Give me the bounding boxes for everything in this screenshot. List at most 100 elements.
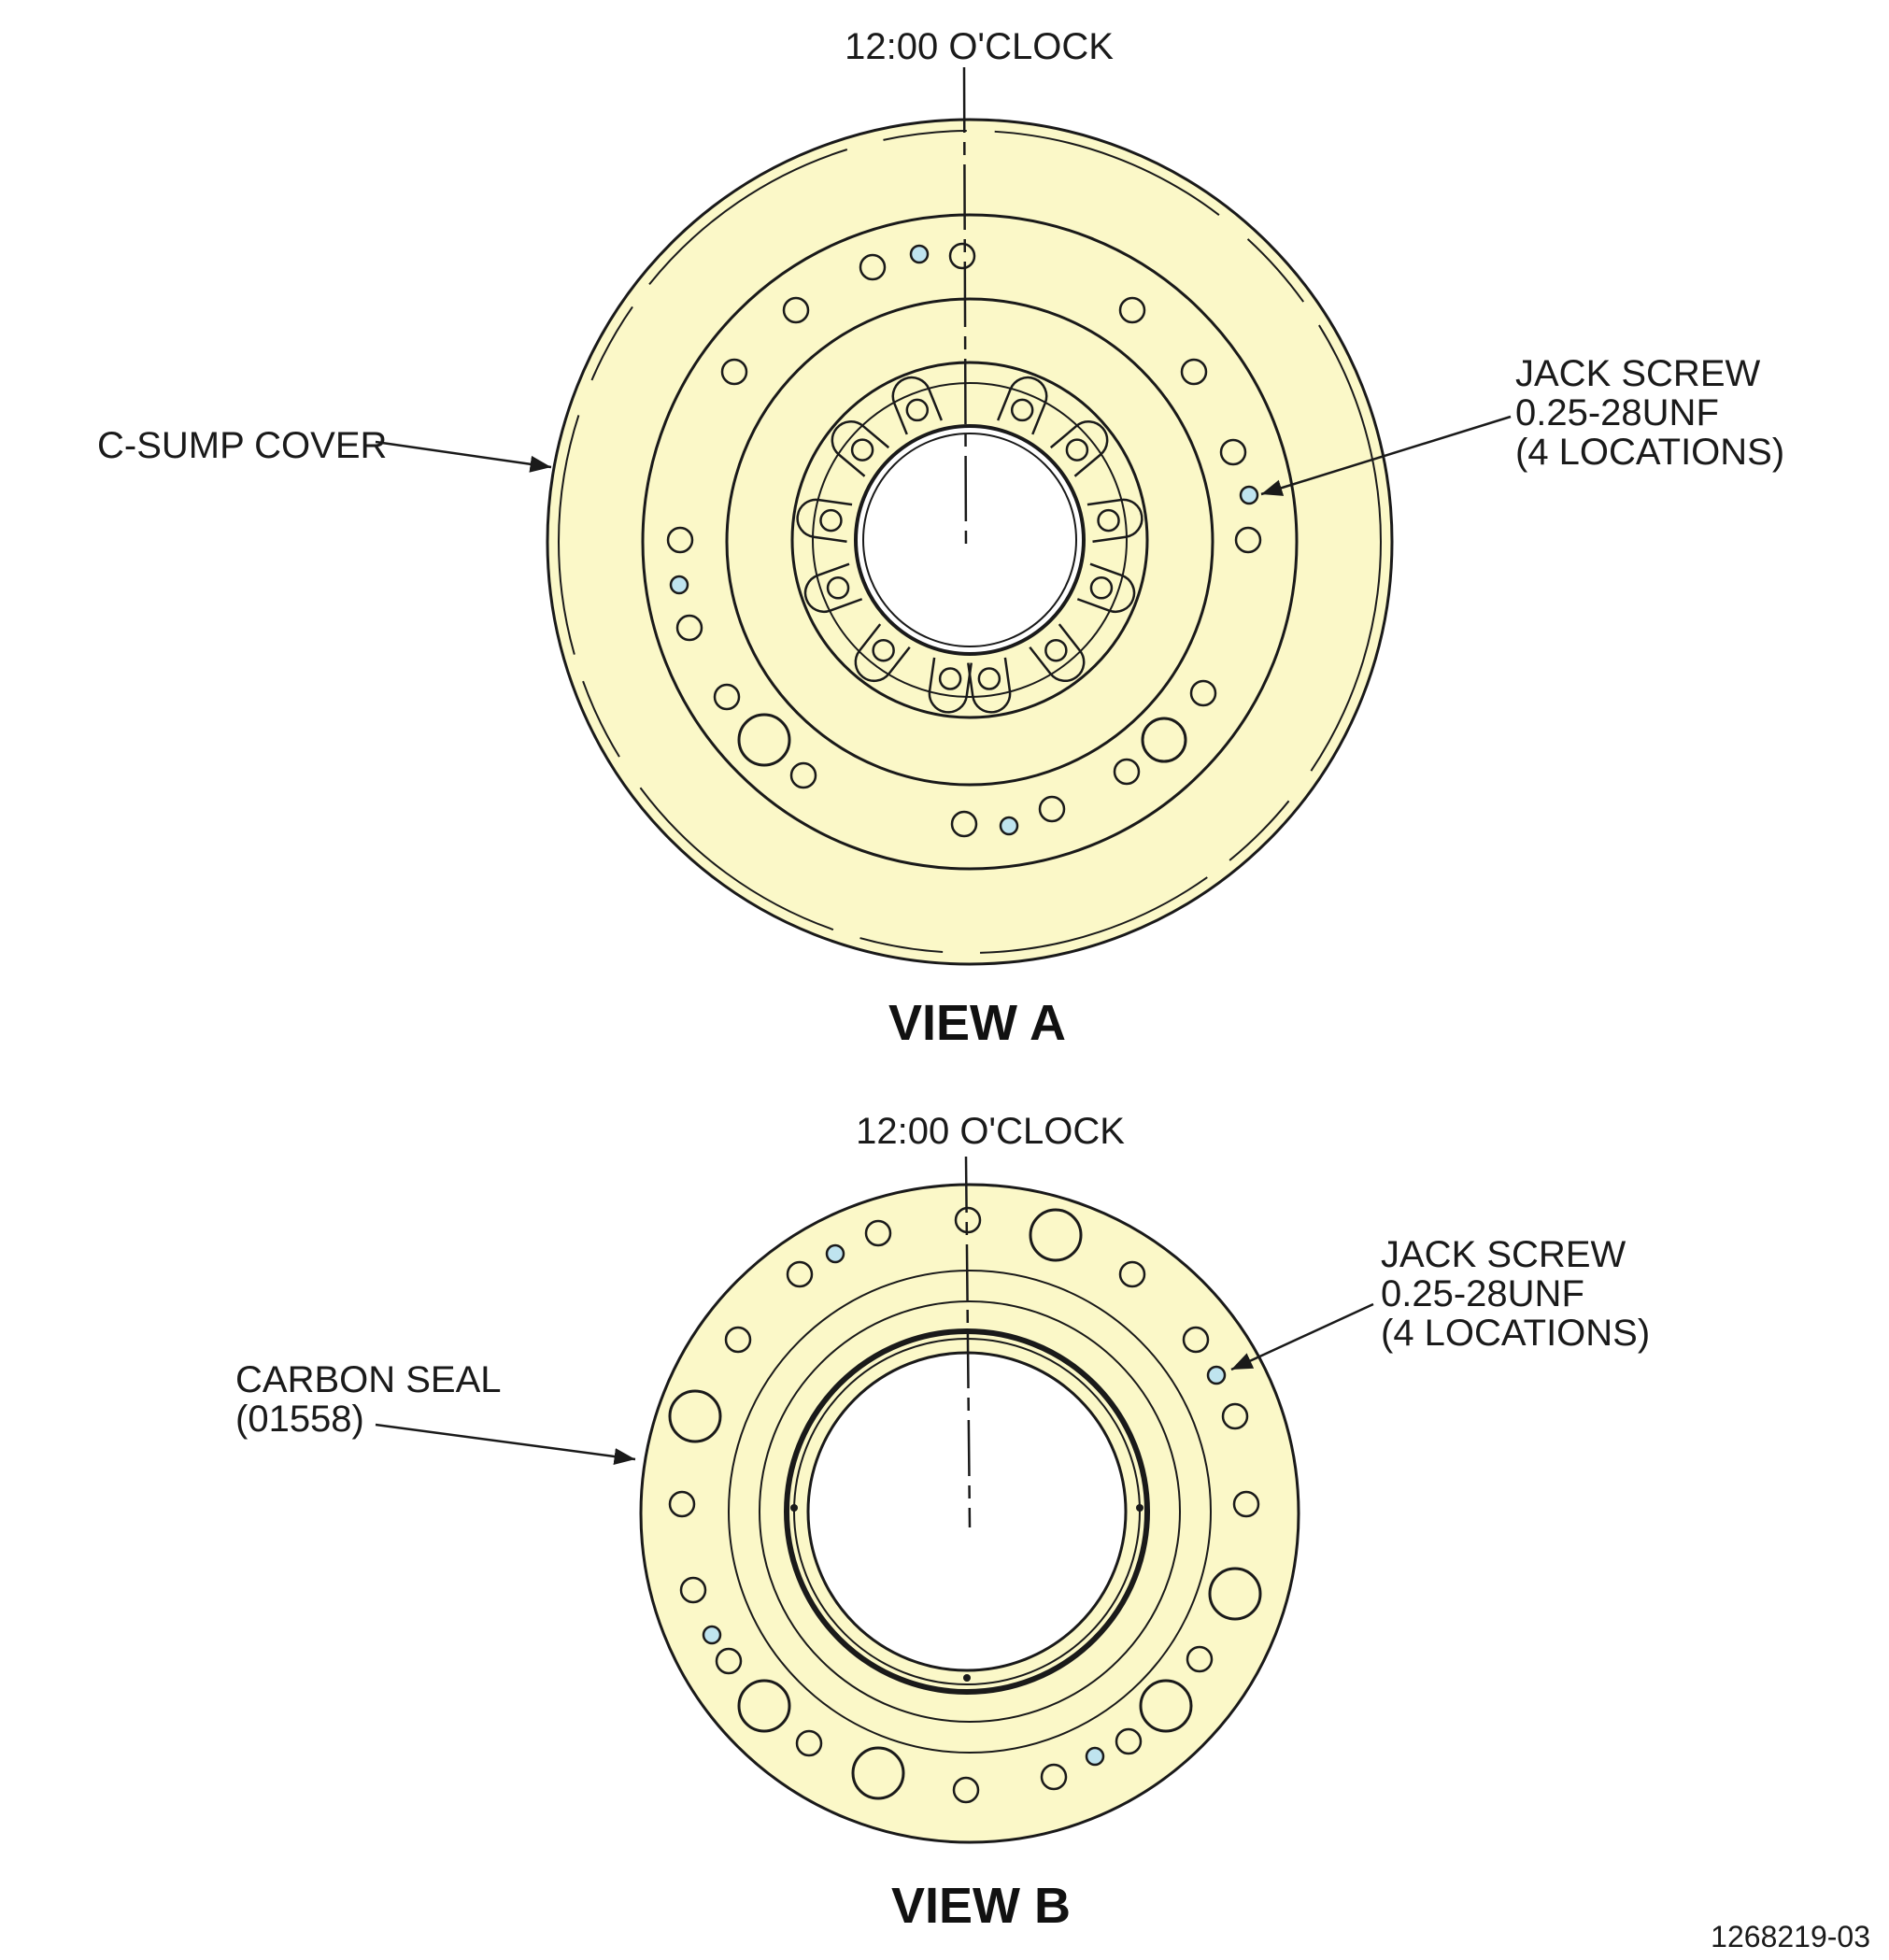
hub-bolt-lug — [831, 420, 890, 477]
clock-label: 12:00 O'CLOCK — [856, 1111, 1125, 1152]
carbon-seal-mid-ring — [728, 1270, 1212, 1754]
jack-screw-hole — [1085, 1746, 1105, 1767]
seal-marker-right — [1136, 1504, 1143, 1512]
hub-bolt-hole — [905, 398, 930, 422]
part-leader — [375, 1423, 636, 1465]
flange-hole — [1221, 1402, 1249, 1430]
flange-hole — [795, 1729, 823, 1757]
hub-bolt-lug — [1049, 420, 1109, 477]
part-leader — [375, 440, 552, 473]
centerline-12-oclock — [964, 1156, 972, 1528]
hub-bolt-lug — [967, 657, 1012, 714]
large-flange-hole — [737, 713, 791, 767]
flange-hole — [720, 358, 748, 386]
jack-screw-leader — [1230, 1302, 1374, 1371]
carbon-seal-inner-ring — [759, 1300, 1181, 1723]
svg-text:JACK SCREW: JACK SCREW — [1381, 1234, 1626, 1275]
large-flange-hole — [1029, 1208, 1083, 1262]
flange-hole-pattern — [668, 1206, 1262, 1804]
flange-hole-pattern — [666, 242, 1262, 838]
seal-marker-bottom — [963, 1674, 971, 1682]
flange-hole — [950, 810, 978, 838]
flange-hole — [1234, 526, 1262, 554]
jack-screw-leader — [1260, 415, 1512, 496]
jack-screw-holes — [702, 1243, 1227, 1767]
large-flange-hole — [1141, 717, 1187, 763]
hub-bolt-hole — [819, 508, 843, 533]
jack-screw-holes — [669, 244, 1259, 836]
view-a: 12:00 O'CLOCK C-SUMP COVER JACK SCREW 0.… — [97, 26, 1784, 1051]
hub-bolt-lug — [796, 498, 853, 543]
large-flange-hole — [737, 1679, 791, 1733]
flange-hole — [952, 1776, 980, 1804]
hub-bolt-hole — [1089, 576, 1114, 600]
flange-hole — [859, 253, 887, 281]
large-flange-hole — [1208, 1567, 1262, 1621]
flange-hole — [675, 614, 703, 642]
carbon-seal-ring-outer — [784, 1328, 1150, 1695]
jack-screw-label: JACK SCREW 0.25-28UNF (4 LOCATIONS) — [1515, 353, 1784, 473]
svg-text:0.25-28UNF: 0.25-28UNF — [1515, 392, 1719, 433]
large-flange-hole — [668, 1389, 722, 1443]
flange-hole — [724, 1326, 752, 1354]
c-sump-cover-inner-ring — [725, 297, 1214, 787]
flange-hole — [1186, 1645, 1214, 1673]
jack-screw-hole — [702, 1625, 722, 1645]
hub-bolt-hole — [826, 576, 850, 600]
flange-hole — [1219, 438, 1247, 466]
hub-bolt-hole — [850, 438, 874, 462]
jack-screw-hole — [999, 816, 1019, 836]
flange-hole — [1115, 1727, 1143, 1755]
c-sump-cover-hub-inner — [812, 382, 1128, 698]
c-sump-cover-rim-inner — [558, 130, 1382, 954]
jack-screw-hole — [825, 1243, 845, 1264]
hub-bolt-lug — [1087, 498, 1143, 543]
hub-bolt-hole — [1097, 508, 1120, 533]
c-sump-cover-outer-ring — [641, 213, 1299, 871]
c-sump-cover-hub-outer — [790, 361, 1149, 719]
jack-screw-hole — [669, 575, 689, 595]
hub-bolt-hole — [1044, 638, 1068, 662]
large-flange-hole — [851, 1746, 905, 1800]
flange-hole — [1118, 296, 1146, 324]
hub-bolt-lug — [803, 562, 863, 613]
svg-text:(4 LOCATIONS): (4 LOCATIONS) — [1515, 432, 1784, 473]
flange-hole — [1038, 795, 1066, 823]
view-b: 12:00 O'CLOCK CARBON SEAL (01558) JACK S… — [235, 1111, 1650, 1934]
view-title: VIEW A — [888, 995, 1066, 1051]
hub-bolt-hole — [1065, 438, 1089, 462]
flange-hole — [782, 296, 810, 324]
svg-text:(4 LOCATIONS): (4 LOCATIONS) — [1381, 1313, 1650, 1354]
seal-marker-left — [790, 1504, 798, 1512]
flange-hole — [1040, 1763, 1068, 1791]
jack-screw-hole — [1239, 485, 1259, 505]
svg-text:0.25-28UNF: 0.25-28UNF — [1381, 1273, 1584, 1314]
hub-bolt-lug — [997, 376, 1048, 435]
flange-hole — [666, 526, 694, 554]
svg-text:CARBON SEAL: CARBON SEAL — [235, 1359, 502, 1400]
flange-hole — [948, 242, 976, 270]
part-label: C-SUMP COVER — [97, 425, 387, 466]
hub-bolt-lug — [854, 623, 911, 682]
hub-bolt-hole — [872, 638, 895, 662]
hub-bolt-lug — [1076, 562, 1136, 613]
hub-bolt-hole — [1010, 398, 1034, 422]
hub-bolt-hole — [938, 667, 962, 690]
flange-hole — [789, 761, 817, 789]
c-sump-cover-bore — [854, 424, 1086, 656]
flange-hole — [864, 1219, 892, 1247]
jack-screw-hole — [909, 244, 930, 264]
flange-hole — [786, 1260, 814, 1288]
hub-bolt-hole — [977, 667, 1001, 690]
flange-hole — [1118, 1260, 1146, 1288]
flange-hole — [668, 1490, 696, 1518]
carbon-seal-bore — [806, 1351, 1128, 1672]
view-title: VIEW B — [891, 1878, 1071, 1934]
flange-hole — [1180, 358, 1208, 386]
flange-hole — [1113, 758, 1141, 786]
large-flange-hole — [1139, 1679, 1193, 1733]
hub-bolt-lug — [928, 657, 973, 714]
flange-hole — [679, 1576, 707, 1604]
clock-label: 12:00 O'CLOCK — [845, 26, 1114, 67]
